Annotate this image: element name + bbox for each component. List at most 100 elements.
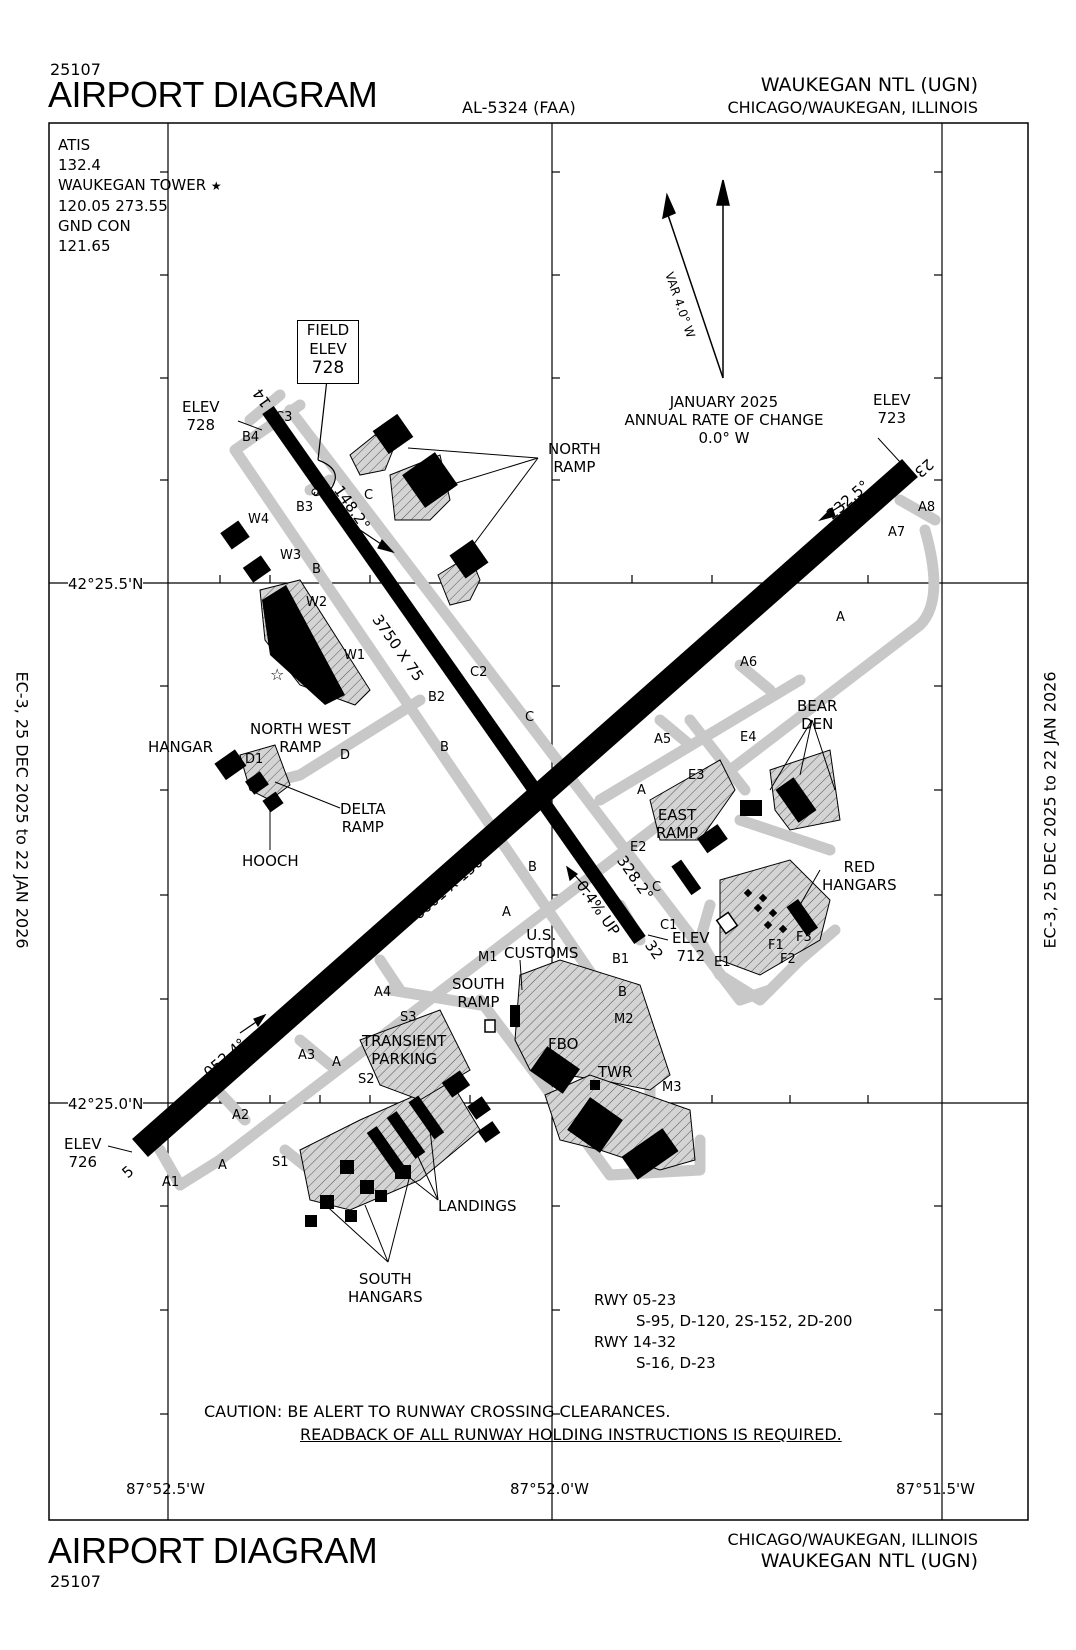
taxiway-label: W4 bbox=[248, 512, 270, 527]
taxiway-label: F1 bbox=[768, 938, 784, 953]
taxiway-label: A2 bbox=[232, 1108, 250, 1123]
lat-south-label: 42°25.0'N bbox=[68, 1095, 144, 1113]
rwy-05-23-label: RWY 05-23 bbox=[594, 1291, 677, 1309]
elev-14-value: 728 bbox=[186, 416, 216, 434]
airport-name-top: WAUKEGAN NTL (UGN) bbox=[760, 74, 978, 96]
taxiway-label: B3 bbox=[296, 500, 314, 515]
hangar-label: HANGAR bbox=[148, 738, 214, 756]
field-elev-value: 728 bbox=[311, 358, 345, 378]
leader-lines bbox=[107, 420, 901, 1263]
buildings bbox=[214, 413, 819, 1227]
taxiway-label: A bbox=[637, 783, 646, 798]
field-elev-line1: FIELD bbox=[306, 321, 350, 339]
us-customs-label: U.S.CUSTOMS bbox=[504, 926, 579, 962]
rwy-14-32-strength: S-16, D-23 bbox=[636, 1354, 716, 1372]
taxiway-label: B2 bbox=[428, 690, 446, 705]
lon-east-label: 87°51.5'W bbox=[896, 1480, 975, 1498]
taxiway-label: A3 bbox=[298, 1048, 316, 1063]
caution-line-2: READBACK OF ALL RUNWAY HOLDING INSTRUCTI… bbox=[300, 1425, 842, 1444]
elev-05-label: ELEV bbox=[64, 1135, 102, 1153]
graticule bbox=[49, 123, 1028, 1520]
taxiway-label: A8 bbox=[918, 500, 936, 515]
taxiway-label: C bbox=[652, 880, 662, 895]
rwy-14-32-label: RWY 14-32 bbox=[594, 1333, 677, 1351]
taxiway-label: B bbox=[312, 562, 321, 577]
lat-north-label: 42°25.5'N bbox=[68, 575, 144, 593]
star-icon: ★ bbox=[210, 179, 222, 193]
taxiway-label: A7 bbox=[888, 525, 906, 540]
taxiway-a bbox=[174, 524, 940, 1191]
tower-label: TWR bbox=[598, 1063, 633, 1081]
city-state-top: CHICAGO/WAUKEGAN, ILLINOIS bbox=[727, 98, 978, 117]
elev-23: ELEV 723 bbox=[873, 391, 911, 427]
fbo-label: FBO bbox=[548, 1035, 579, 1053]
ground-frequency: 121.65 bbox=[58, 237, 111, 255]
taxiway-label: A6 bbox=[740, 655, 758, 670]
beacon-icon: ☆ bbox=[270, 665, 284, 684]
taxiway-label: W3 bbox=[280, 548, 302, 563]
annual-rate-value: 0.0° W bbox=[698, 429, 750, 447]
taxiway-label: B bbox=[440, 740, 449, 755]
chart-code-bottom: 25107 bbox=[50, 1572, 101, 1591]
taxiway-label: A bbox=[218, 1158, 227, 1173]
north-arrow bbox=[662, 179, 730, 379]
south-hangars-ramp bbox=[299, 1079, 481, 1211]
taxiway-label: C1 bbox=[660, 918, 678, 933]
variation-date: JANUARY 2025 bbox=[669, 393, 779, 411]
ground-label: GND CON bbox=[58, 217, 131, 235]
taxiway-label: A1 bbox=[162, 1175, 180, 1190]
chart-title-top: AIRPORT DIAGRAM bbox=[48, 74, 378, 115]
heading-arrows bbox=[239, 502, 846, 1034]
taxiway-label: E4 bbox=[740, 730, 757, 745]
taxiway-label: B bbox=[618, 985, 627, 1000]
lon-west-label: 87°52.5'W bbox=[126, 1480, 205, 1498]
document-id: AL-5324 (FAA) bbox=[462, 98, 576, 117]
taxiway-label: B bbox=[528, 860, 537, 875]
elev-23-label: ELEV bbox=[873, 391, 911, 409]
hooch-label: HOOCH bbox=[242, 852, 299, 870]
taxiway-label: S3 bbox=[400, 1010, 417, 1025]
taxiway-label: A bbox=[332, 1055, 341, 1070]
city-state-bottom: CHICAGO/WAUKEGAN, ILLINOIS bbox=[727, 1530, 978, 1549]
taxiway-label: C2 bbox=[470, 665, 488, 680]
red-hangars-ramp bbox=[719, 859, 831, 976]
east-ramp bbox=[649, 759, 736, 841]
taxiway-label: E2 bbox=[630, 840, 647, 855]
taxiway-label: S2 bbox=[358, 1072, 375, 1087]
annual-rate-label: ANNUAL RATE OF CHANGE bbox=[624, 411, 824, 429]
atis-label: ATIS bbox=[58, 136, 91, 154]
annual-change-block: JANUARY 2025 ANNUAL RATE OF CHANGE 0.0° … bbox=[625, 393, 824, 447]
elev-14: ELEV 728 bbox=[182, 398, 220, 434]
elev-32-value: 712 bbox=[676, 947, 706, 965]
rwy-05-23-strength: S-95, D-120, 2S-152, 2D-200 bbox=[636, 1312, 853, 1330]
taxiway-label: M1 bbox=[478, 950, 498, 965]
tower-label: WAUKEGAN TOWER bbox=[58, 176, 207, 194]
taxiway-label: W2 bbox=[306, 595, 328, 610]
field-elev-line2: ELEV bbox=[309, 340, 347, 358]
caution-block: CAUTION: BE ALERT TO RUNWAY CROSSING CLE… bbox=[204, 1400, 842, 1446]
tower-frequency: 120.05 273.55 bbox=[58, 197, 168, 215]
taxiway-label: B4 bbox=[242, 430, 260, 445]
taxiway-label: C bbox=[364, 488, 374, 503]
chart-code-top: 25107 bbox=[50, 60, 101, 79]
taxiway-label: A4 bbox=[374, 985, 392, 1000]
taxiway-label: F2 bbox=[780, 952, 796, 967]
lon-mid-label: 87°52.0'W bbox=[510, 1480, 589, 1498]
elev-23-value: 723 bbox=[877, 409, 907, 427]
chart-title-bottom: AIRPORT DIAGRAM bbox=[48, 1530, 378, 1571]
chart-frame bbox=[48, 122, 1029, 1521]
landings-label: LANDINGS bbox=[438, 1197, 517, 1215]
taxiway-label: D bbox=[340, 748, 351, 763]
frequency-block: ATIS 132.4 WAUKEGAN TOWER ★ 120.05 273.5… bbox=[58, 135, 222, 256]
taxiway-label: M3 bbox=[662, 1080, 682, 1095]
elev-14-label: ELEV bbox=[182, 398, 220, 416]
